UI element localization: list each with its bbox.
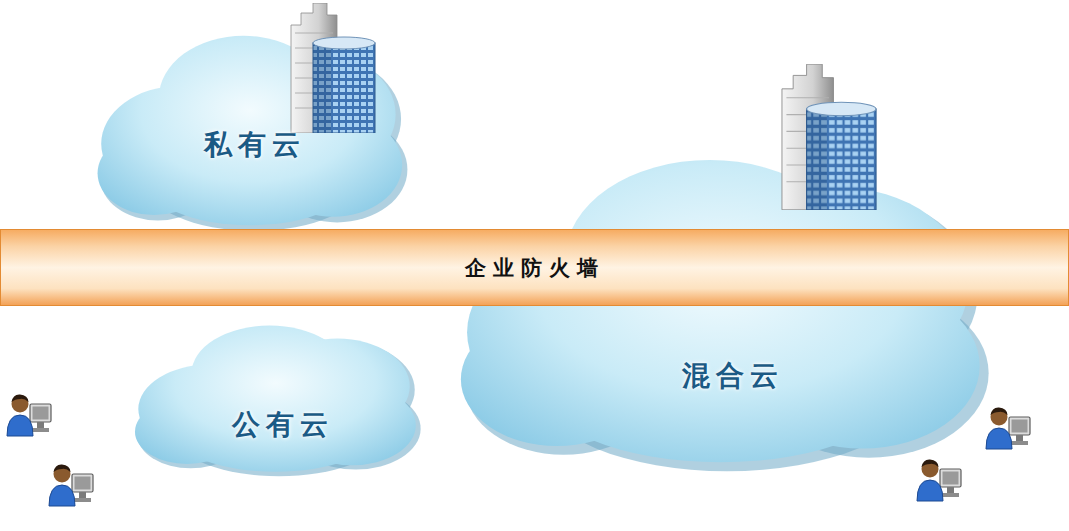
cloud-label: 公有云 <box>232 406 334 444</box>
firewall-band: 企业防火墙 <box>0 229 1069 306</box>
user-icon <box>7 394 51 436</box>
public-cloud: 公有云 <box>128 315 423 477</box>
firewall-label: 企业防火墙 <box>465 254 605 282</box>
office-building <box>782 64 876 210</box>
user-icon <box>917 459 961 501</box>
office-building <box>291 3 375 133</box>
cloud-label: 混合云 <box>682 357 784 395</box>
cloud-shape <box>128 315 423 477</box>
user-icon <box>986 407 1030 449</box>
user-icon <box>49 464 93 506</box>
cloud-label: 私有云 <box>204 126 306 164</box>
